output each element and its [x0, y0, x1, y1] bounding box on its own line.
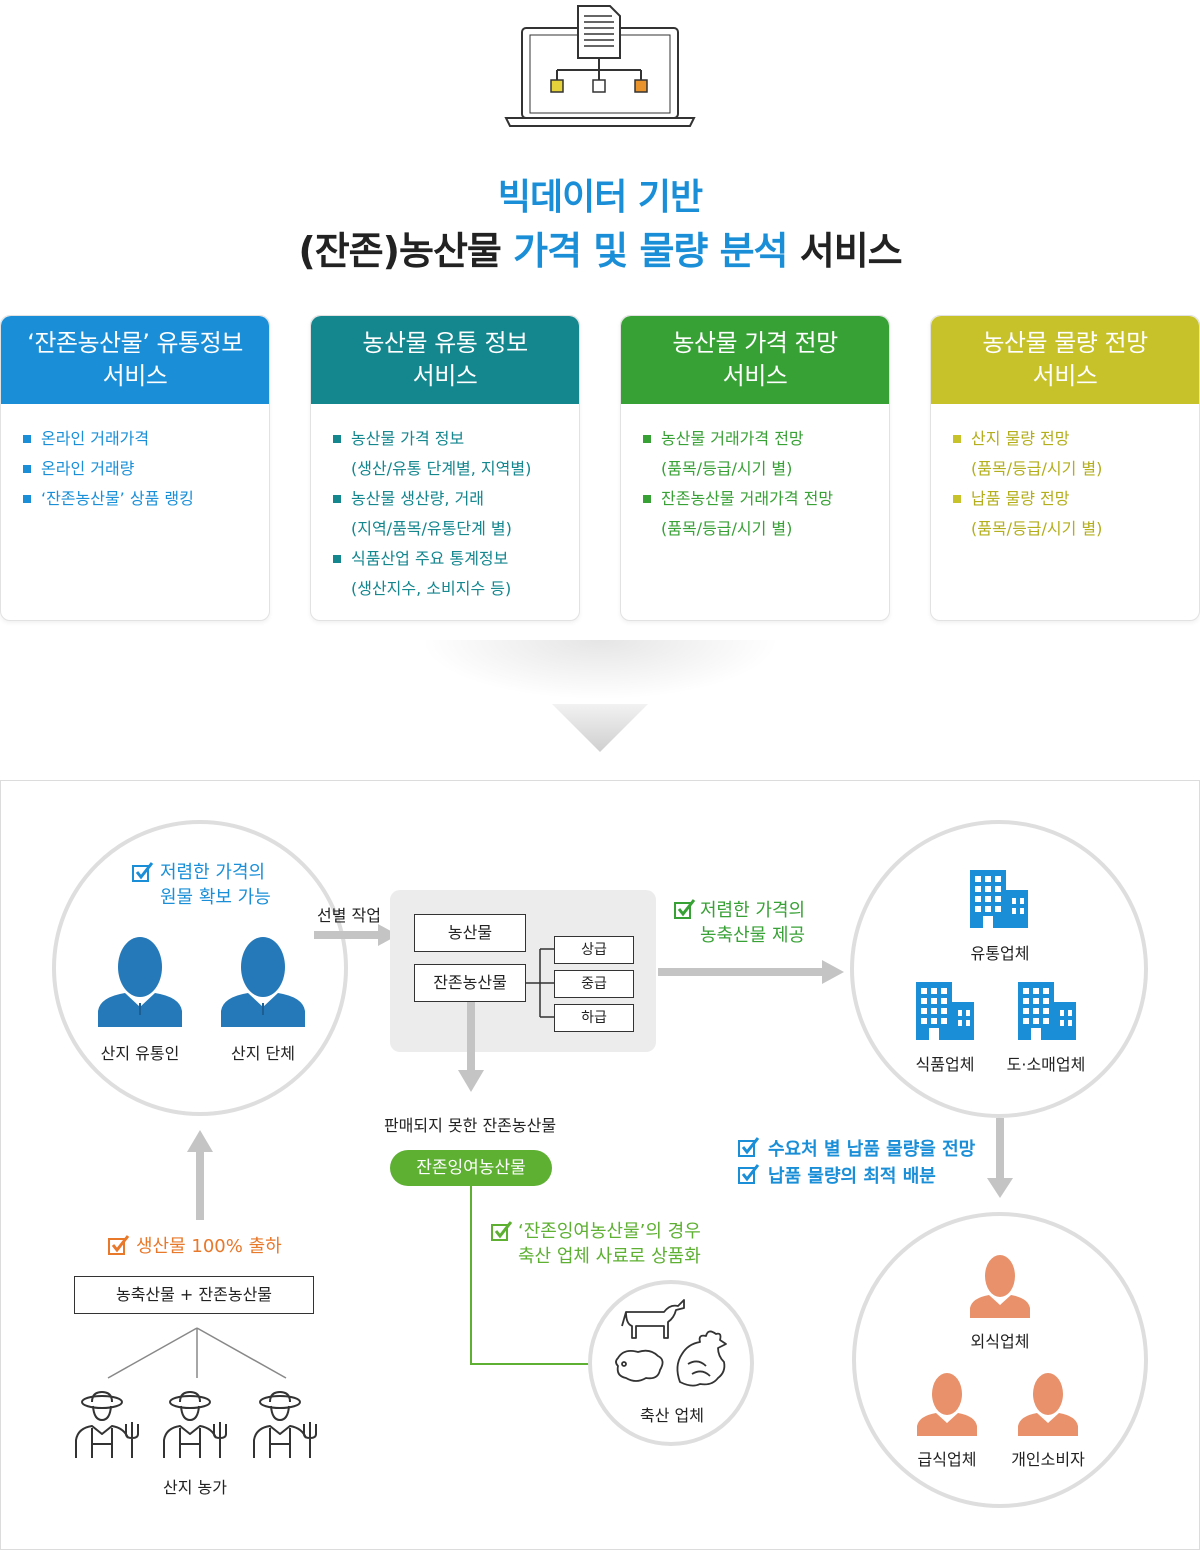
label-retail-company: 도·소매업체	[1006, 1055, 1086, 1074]
check-icon	[738, 1137, 760, 1157]
grade-connector	[526, 948, 554, 1018]
person-icon	[221, 937, 305, 1027]
person-icon	[98, 937, 182, 1027]
list-item: 농산물 거래가격 전망	[643, 424, 879, 454]
right-arrow-icon	[314, 924, 398, 946]
label-consumer: 개인소비자	[1011, 1450, 1085, 1469]
list-item: 산지 물량 전망	[953, 424, 1189, 454]
grade-high: 상급	[554, 936, 634, 964]
distribution-circle	[850, 820, 1148, 1118]
list-item: 농산물 생산량, 거래	[333, 484, 569, 514]
down-arrow-icon	[987, 1118, 1013, 1198]
list-item-sub: (지역/품목/유통단계 별)	[351, 519, 512, 538]
label-sort-work: 선별 작업	[317, 906, 381, 925]
label-catering: 급식업체	[917, 1450, 977, 1469]
list-item-sub: (생산지수, 소비지수 등)	[351, 579, 512, 598]
farmer-icon	[75, 1391, 139, 1458]
arrow-shadow	[420, 640, 780, 700]
grade-mid: 중급	[554, 970, 634, 998]
farmer-icon	[253, 1391, 317, 1458]
down-arrow-icon	[458, 1002, 484, 1092]
label-farm: 산지 농가	[163, 1478, 227, 1497]
box-residual: 잔존농산물	[414, 964, 526, 1002]
label-local-group: 산지 단체	[231, 1044, 295, 1063]
list-item-sub: (품목/등급/시기 별)	[971, 459, 1103, 478]
building-icon	[970, 870, 1028, 928]
surplus-pill: 잔존잉여농산물	[390, 1150, 552, 1186]
building-icon	[1018, 982, 1076, 1040]
right-arrow-icon	[658, 960, 844, 984]
grade-low: 하급	[554, 1004, 634, 1032]
list-item: 온라인 거래량	[23, 454, 259, 484]
person-icon	[917, 1373, 977, 1436]
list-item: 잔존농산물 거래가격 전망	[643, 484, 879, 514]
check-icon	[674, 899, 696, 919]
box-produce: 농산물	[414, 914, 526, 952]
label-eatout: 외식업체	[970, 1332, 1030, 1351]
laptop-document-icon	[504, 5, 696, 127]
list-item-sub: (생산/유통 단계별, 지역별)	[351, 459, 532, 478]
page-title-line1: 빅데이터 기반	[497, 177, 703, 218]
list-item-sub: (품목/등급/시기 별)	[661, 459, 793, 478]
down-arrow-icon	[552, 704, 648, 752]
list-item: ‘잔존농산물’ 상품 랭킹	[23, 484, 259, 514]
list-item-sub: (품목/등급/시기 별)	[971, 519, 1103, 538]
list-item: 농산물 가격 정보	[333, 424, 569, 454]
consumer-circle	[852, 1212, 1148, 1508]
label-livestock: 축산 업체	[640, 1406, 704, 1425]
check-icon	[738, 1164, 760, 1184]
building-icon	[916, 982, 974, 1040]
label-distributor: 유통업체	[970, 944, 1030, 963]
list-item: 식품산업 주요 통계정보	[333, 544, 569, 574]
farmer-icon	[163, 1391, 227, 1458]
check-icon	[108, 1235, 130, 1255]
livestock-icon	[615, 1299, 727, 1387]
person-icon	[970, 1255, 1030, 1318]
farm-connector	[107, 1327, 287, 1379]
up-arrow-icon	[187, 1130, 213, 1220]
connector-line	[470, 1186, 596, 1365]
source-circle	[52, 820, 348, 1116]
check-icon	[491, 1221, 513, 1241]
list-item: 납품 물량 전망	[953, 484, 1189, 514]
label-food-company: 식품업체	[915, 1055, 975, 1074]
list-item-sub: (품목/등급/시기 별)	[661, 519, 793, 538]
list-item: 온라인 거래가격	[23, 424, 259, 454]
label-local-distributor: 산지 유통인	[100, 1044, 180, 1063]
page-title-line2: (잔존)농산물 가격 및 물량 분석 서비스	[298, 229, 902, 273]
check-icon	[132, 862, 154, 882]
person-icon	[1018, 1373, 1078, 1436]
label-unsold: 판매되지 못한 잔존농산물	[383, 1116, 557, 1135]
check-text: 생산물 100% 출하	[136, 1236, 282, 1257]
box-combo: 농축산물 + 잔존농산물	[74, 1276, 314, 1314]
